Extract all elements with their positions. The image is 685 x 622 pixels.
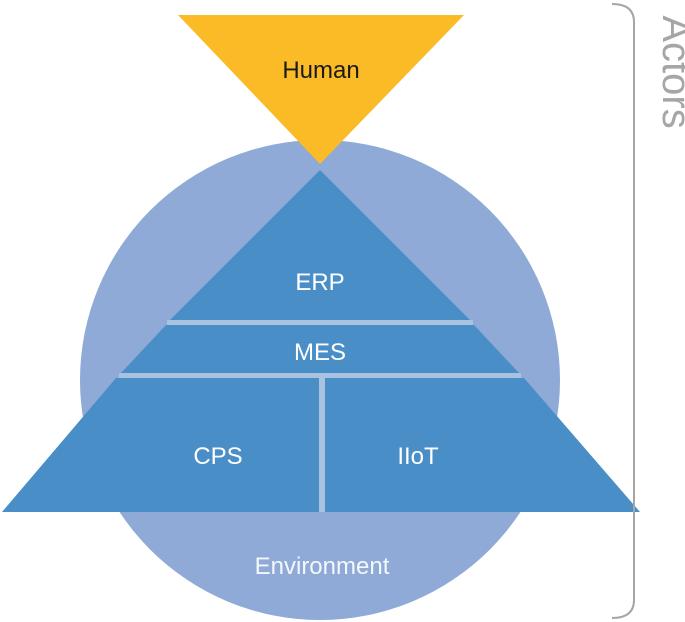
mes-layer (121, 325, 519, 373)
human-label: Human (282, 57, 359, 84)
iiot-label: IIoT (397, 443, 439, 470)
cps-layer (2, 378, 319, 512)
mes-label: MES (294, 339, 346, 366)
erp-layer (170, 170, 470, 320)
cps-label: CPS (193, 443, 242, 470)
actors-label: Actors (654, 15, 685, 128)
erp-label: ERP (295, 269, 344, 296)
actors-bracket (611, 3, 635, 619)
environment-label: Environment (255, 553, 390, 580)
iiot-layer (325, 378, 640, 512)
human-triangle (178, 15, 464, 164)
